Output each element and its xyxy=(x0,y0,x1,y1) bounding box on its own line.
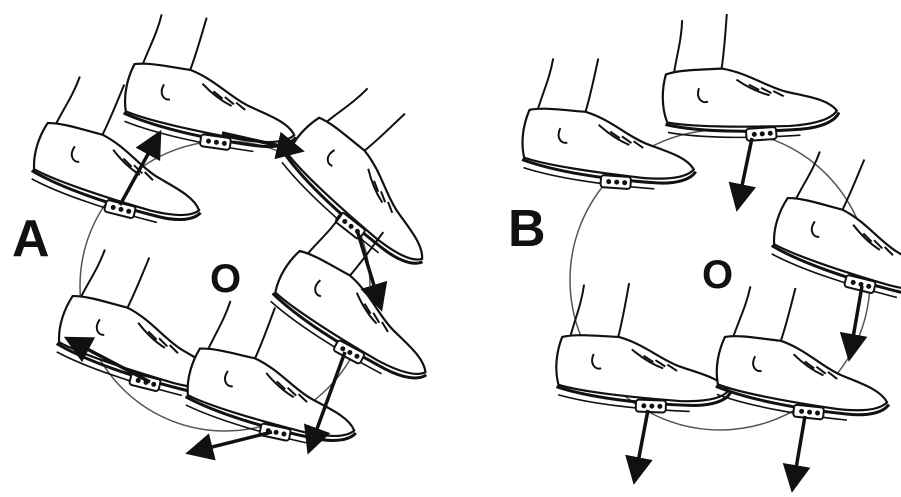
shoe-a-upper-right xyxy=(271,71,488,280)
force-arrow-b-1 xyxy=(738,138,752,205)
panel-label-a: A xyxy=(12,210,50,268)
force-arrow-a-5 xyxy=(192,432,272,452)
force-arrow-b-4 xyxy=(793,416,805,486)
shoe-b-bottom-left xyxy=(555,281,734,415)
shoe-b-top-right xyxy=(657,7,840,147)
panel-label-b: B xyxy=(508,200,546,258)
shoe-b-right xyxy=(766,143,901,310)
panel-b: B O xyxy=(508,7,901,486)
panel-a: A O xyxy=(12,8,488,454)
center-label-a: O xyxy=(210,257,241,301)
shoe-b-bottom-right xyxy=(713,281,900,427)
center-label-b: O xyxy=(702,253,733,297)
shoe-a-top xyxy=(120,8,311,159)
force-arrow-b-3 xyxy=(635,410,648,478)
